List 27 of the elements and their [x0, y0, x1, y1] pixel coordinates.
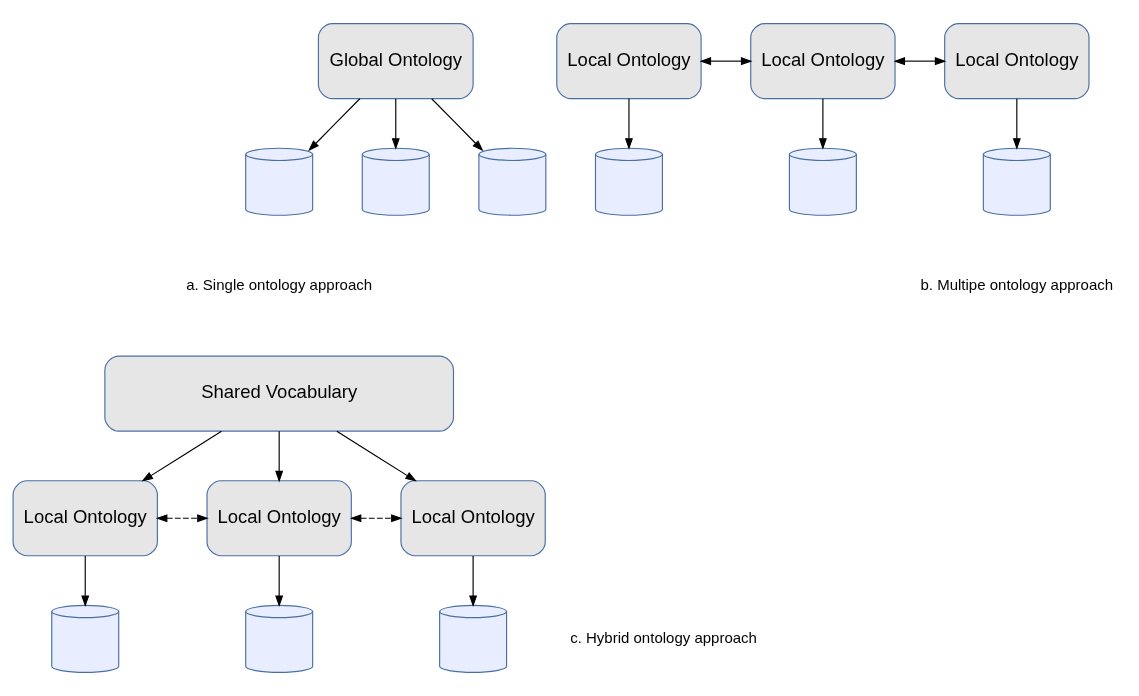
- label: c. Hybrid ontology approach: [570, 628, 757, 646]
- arrow: [308, 98, 361, 152]
- arrow: [81, 555, 90, 607]
- arrow: [469, 555, 478, 607]
- label: b. Multipe ontology approach: [920, 275, 1114, 293]
- arrow: [699, 57, 753, 66]
- node-box: Shared Vocabulary: [104, 355, 455, 432]
- arrow: [141, 430, 223, 482]
- label: a. Single ontology approach: [186, 275, 373, 293]
- node-box: Local Ontology: [750, 23, 896, 100]
- node-box: Local Ontology: [556, 23, 702, 100]
- arrow: [431, 98, 484, 152]
- arrow: [818, 98, 827, 150]
- arrow: [624, 98, 633, 150]
- arrow: [155, 514, 209, 523]
- node-box: Local Ontology: [206, 480, 352, 557]
- node-box: Local Ontology: [944, 23, 1090, 100]
- node-box: Global Ontology: [317, 23, 474, 100]
- arrow: [336, 430, 417, 482]
- arrow: [391, 98, 400, 150]
- arrow: [1012, 98, 1021, 150]
- arrow: [275, 430, 284, 483]
- arrow: [893, 57, 947, 66]
- node-box: Local Ontology: [12, 480, 158, 557]
- arrow: [349, 514, 403, 523]
- node-box: Local Ontology: [400, 480, 546, 557]
- arrow: [275, 555, 284, 607]
